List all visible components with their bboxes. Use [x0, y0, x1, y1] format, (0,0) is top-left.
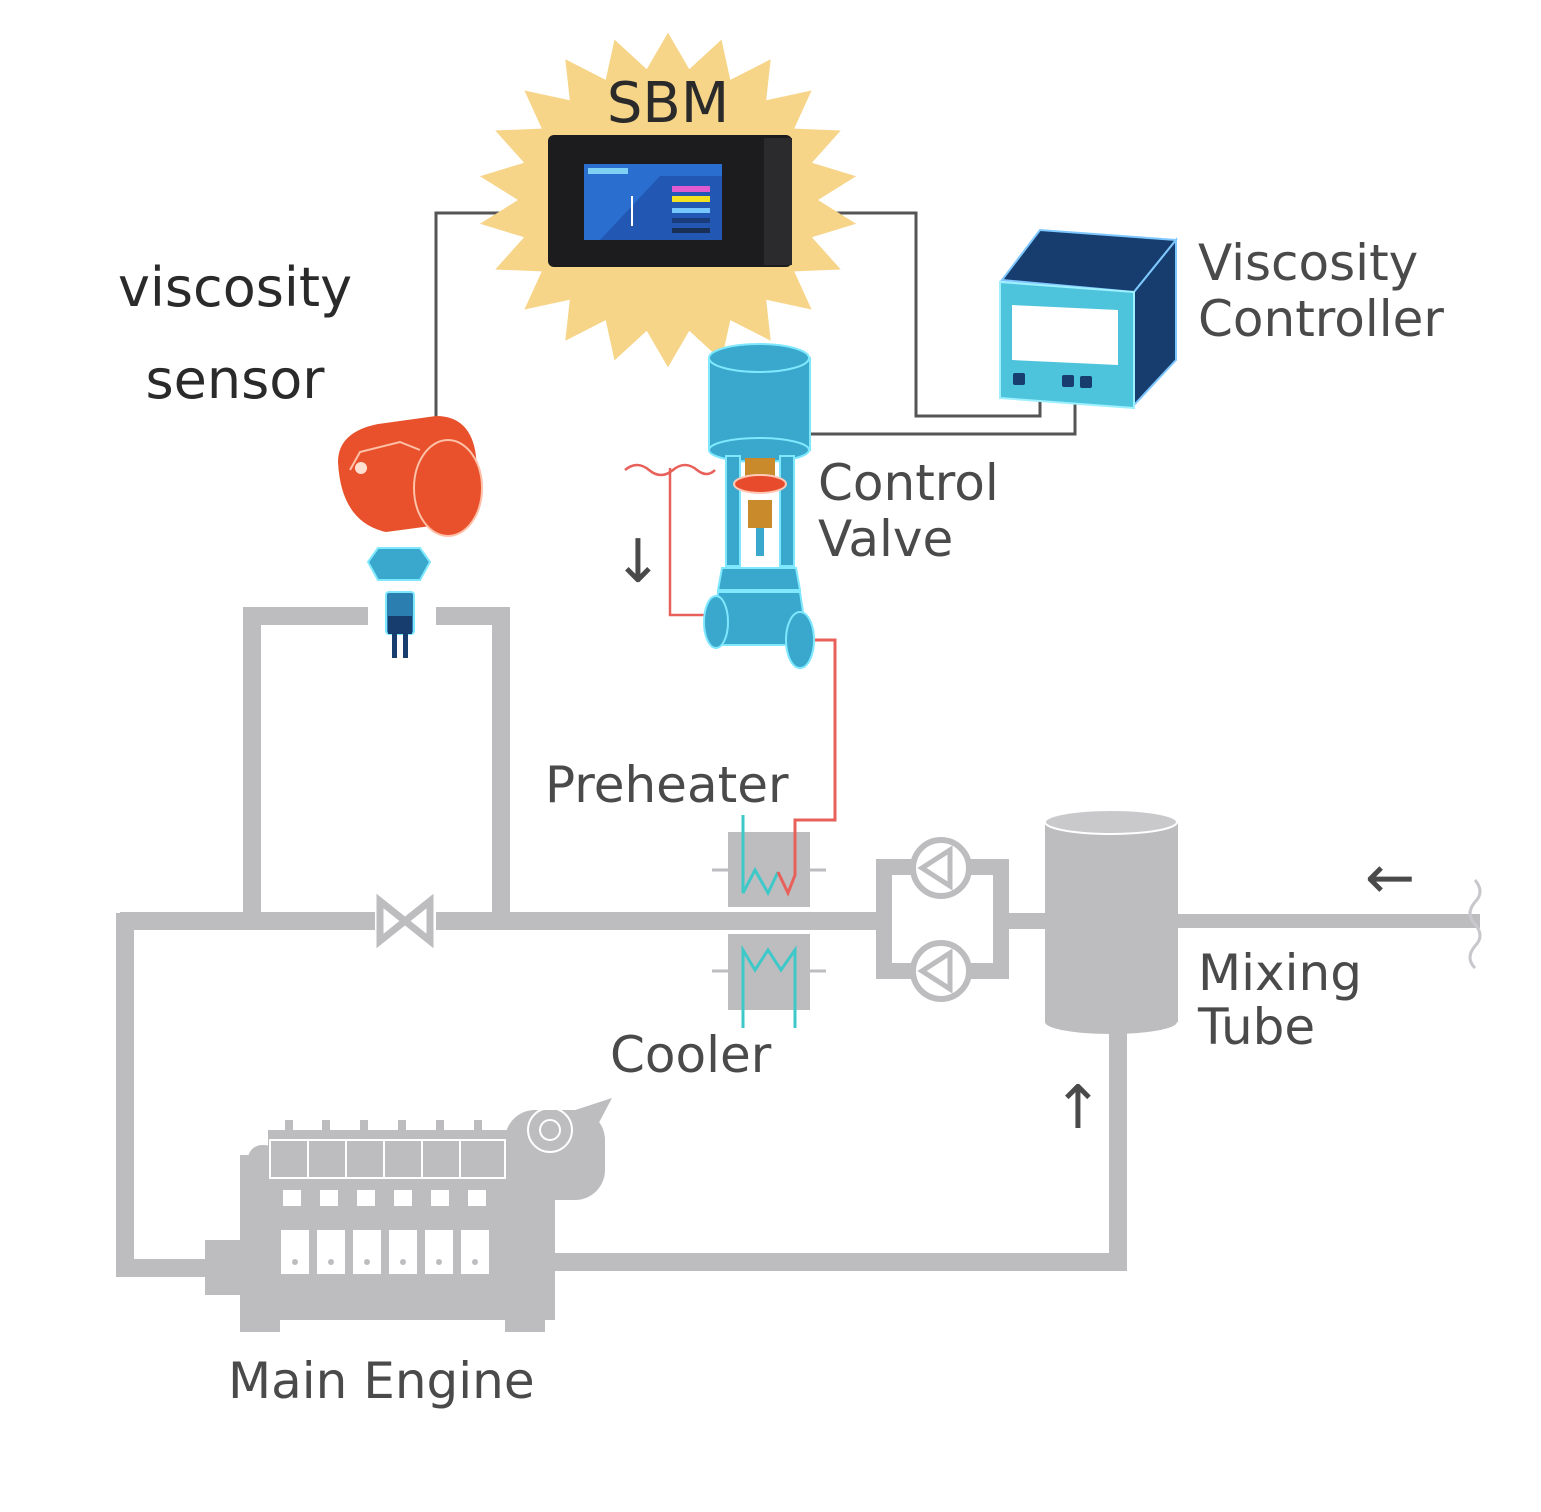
main-engine-icon — [205, 1098, 612, 1332]
return-flow-arrow: ↑ — [1053, 1073, 1103, 1143]
wire-sensor-to-sbm — [434, 211, 520, 425]
preheater-label: Preheater — [545, 756, 789, 814]
sbm-label: SBM — [607, 71, 729, 136]
control-valve-label-line2: Valve — [818, 510, 953, 568]
control-valve-icon — [703, 343, 815, 669]
preheater-hot-coil — [776, 638, 837, 897]
preheater-cold-coil — [741, 815, 780, 897]
signal-wires — [434, 211, 1077, 436]
viscosity-sensor-label-line1: viscosity — [118, 256, 352, 319]
control-valve-label-line1: Control — [818, 454, 999, 512]
cooler-icon — [712, 934, 826, 1028]
main-engine-label: Main Engine — [228, 1352, 535, 1410]
engine-return-line-left — [116, 913, 215, 1277]
mixing-tube-icon — [1044, 809, 1178, 1034]
pipe-break-icon — [1468, 879, 1482, 970]
viscosity-sensor-icon — [338, 416, 483, 658]
sensor-loop-left — [243, 607, 368, 921]
cooler-label: Cooler — [610, 1026, 772, 1084]
engine-outlet-line — [545, 1025, 1127, 1271]
engine-cylinder-doors — [281, 1230, 489, 1274]
bypass-valve-icon — [376, 893, 434, 949]
sensor-loop-right — [436, 607, 510, 921]
pump-upper-icon — [910, 837, 972, 899]
sbm-device-icon — [548, 135, 792, 267]
pipe-network — [116, 607, 1480, 1277]
viscosity-controller-icon — [999, 228, 1178, 410]
heating-flow-arrow: ↓ — [613, 527, 663, 597]
wire-controller-to-valve — [808, 400, 1077, 436]
inlet-flow-arrow: ← — [1365, 843, 1415, 913]
pump-lower-icon — [910, 940, 972, 1002]
viscosity-controller-label-line2: Controller — [1198, 290, 1444, 348]
engine-ports — [283, 1190, 486, 1206]
wire-sbm-to-controller — [820, 211, 1042, 418]
mixing-tube-label-line2: Tube — [1197, 998, 1315, 1056]
viscosity-controller-label-line1: Viscosity — [1198, 234, 1418, 292]
mixing-tube-label-line1: Mixing — [1198, 944, 1362, 1002]
heating-medium-line — [624, 463, 716, 617]
preheater-icon — [712, 638, 837, 907]
viscosity-sensor-label-line2: sensor — [146, 348, 326, 411]
